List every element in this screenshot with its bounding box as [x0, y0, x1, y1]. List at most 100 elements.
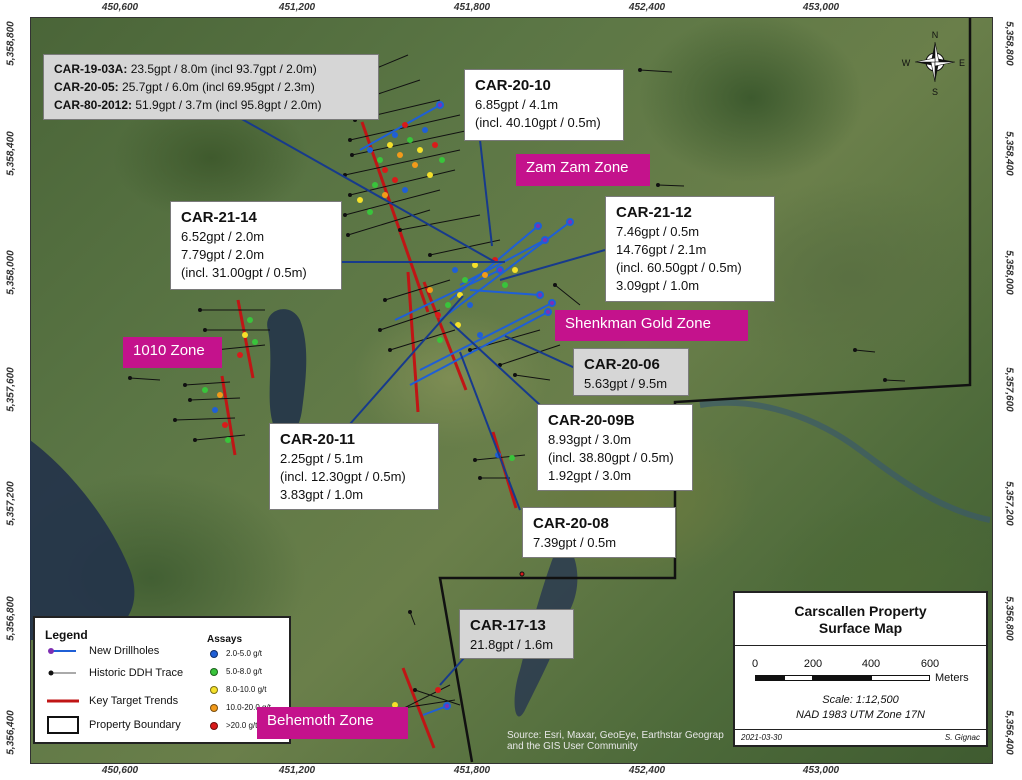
- callout-car-20-11[interactable]: CAR-20-11 2.25gpt / 5.1m (incl. 12.30gpt…: [269, 423, 439, 510]
- callout-result: 7.39gpt / 0.5m: [533, 535, 617, 550]
- callout-title: CAR-20-09B: [548, 412, 635, 429]
- x-tick-top: 452,400: [628, 2, 666, 13]
- callout-title: CAR-20-10: [475, 77, 551, 94]
- callout-result: 8.93gpt / 3.0m: [548, 432, 632, 447]
- trend-line: [360, 121, 430, 313]
- trend-symbol-icon: [47, 699, 79, 703]
- callout-car-21-12[interactable]: CAR-21-12 7.46gpt / 0.5m 14.76gpt / 2.1m…: [605, 196, 775, 302]
- callout-title: CAR-21-14: [181, 209, 257, 226]
- compass-n: N: [932, 30, 939, 40]
- callout-result: (incl. 12.30gpt / 0.5m): [280, 469, 406, 484]
- map-date: 2021-03-30: [741, 733, 782, 742]
- callout-hole-id: CAR-20-05:: [54, 80, 119, 94]
- x-tick-bottom: 452,400: [628, 765, 666, 776]
- callout-car-20-09b[interactable]: CAR-20-09B 8.93gpt / 3.0m (incl. 38.80gp…: [537, 404, 693, 491]
- assay-label: 8.0-10.0 g/t: [226, 685, 267, 694]
- callout-car-17-13[interactable]: CAR-17-13 21.8gpt / 1.6m: [459, 609, 574, 659]
- x-tick-top: 451,800: [453, 2, 491, 13]
- legend-label: Key Target Trends: [89, 695, 179, 707]
- x-tick-top: 450,600: [101, 2, 139, 13]
- callout-result: 6.52gpt / 2.0m: [181, 229, 265, 244]
- map-legend: Legend New Drillholes Historic DDH Trace…: [33, 616, 291, 744]
- source-line: Source: Esri, Maxar, GeoEye, Earthstar G…: [507, 730, 724, 741]
- callout-title: CAR-21-12: [616, 204, 692, 221]
- map-title-line2: Surface Map: [818, 620, 903, 636]
- assays-title: Assays: [207, 634, 243, 645]
- map-source-attribution: Source: Esri, Maxar, GeoEye, Earthstar G…: [507, 730, 724, 752]
- zone-label-zam-zam[interactable]: Zam Zam Zone: [516, 154, 650, 186]
- scale-units: Meters: [935, 672, 969, 684]
- callout-title: CAR-20-08: [533, 515, 609, 532]
- trend-line: [406, 271, 420, 413]
- legend-title: Legend: [45, 628, 88, 642]
- source-line: and the GIS User Community: [507, 741, 638, 752]
- scale-bar-segment: [784, 675, 813, 681]
- assay-item: 2.0-5.0 g/t: [210, 649, 262, 658]
- x-tick-top: 453,000: [802, 2, 840, 13]
- scale-tick: 600: [920, 658, 940, 670]
- scale-tick: 200: [803, 658, 823, 670]
- assay-item: 5.0-8.0 g/t: [210, 667, 262, 676]
- callout-result: (incl. 40.10gpt / 0.5m): [475, 115, 601, 130]
- divider: [735, 729, 986, 730]
- lake-southwest: [30, 440, 135, 640]
- scale-bar-segment: [871, 675, 930, 681]
- boundary-symbol-icon: [47, 716, 79, 734]
- assay-dot-icon: [210, 685, 218, 694]
- new-drillhole-symbol-icon: [48, 648, 76, 654]
- zone-label-1010[interactable]: 1010 Zone: [123, 337, 222, 368]
- historic-trace-symbol-icon: [48, 670, 76, 676]
- assay-label: 5.0-8.0 g/t: [226, 667, 263, 676]
- callout-result: 7.79gpt / 2.0m: [181, 247, 265, 262]
- map-author: S. Gignac: [944, 733, 980, 742]
- callout-result: 25.7gpt / 6.0m (incl 69.95gpt / 2.3m): [118, 80, 315, 94]
- compass-w: W: [902, 58, 911, 68]
- map-scale: Scale: 1:12,500: [822, 694, 899, 706]
- scale-tick: 400: [861, 658, 881, 670]
- zone-label-shenkman[interactable]: Shenkman Gold Zone: [555, 310, 748, 341]
- assay-item: >20.0 g/t: [210, 721, 257, 730]
- callout-result: 2.25gpt / 5.1m: [280, 451, 364, 466]
- callout-result: (incl. 38.80gpt / 0.5m): [548, 450, 674, 465]
- callout-car-21-14[interactable]: CAR-21-14 6.52gpt / 2.0m 7.79gpt / 2.0m …: [170, 201, 342, 290]
- trend-line: [422, 281, 468, 391]
- trend-line: [220, 375, 237, 456]
- callout-car-19-03a[interactable]: CAR-19-03A: 23.5gpt / 8.0m (incl 93.7gpt…: [43, 54, 379, 120]
- trend-line: [401, 667, 436, 749]
- scale-tick: 0: [751, 658, 759, 670]
- assay-dot-icon: [210, 649, 218, 658]
- callout-result: 51.9gpt / 3.7m (incl 95.8gpt / 2.0m): [132, 98, 322, 112]
- x-tick-bottom: 450,600: [101, 765, 139, 776]
- legend-item-key-target-trends: Key Target Trends: [47, 694, 178, 708]
- assay-label: >20.0 g/t: [226, 721, 258, 730]
- assay-label: 10.0-20.0 g/t: [226, 703, 271, 712]
- callout-result: 1.92gpt / 3.0m: [548, 468, 632, 483]
- legend-label: Historic DDH Trace: [89, 667, 184, 679]
- compass-s: S: [932, 87, 938, 97]
- callout-car-20-06[interactable]: CAR-20-06 5.63gpt / 9.5m: [573, 348, 689, 396]
- river-east: [699, 399, 991, 523]
- legend-item-new-drillholes: New Drillholes: [47, 644, 159, 658]
- callout-result: 5.63gpt / 9.5m: [584, 376, 668, 391]
- legend-label: Property Boundary: [89, 719, 181, 731]
- callout-result: (incl. 31.00gpt / 0.5m): [181, 265, 307, 280]
- callout-result: 3.09gpt / 1.0m: [616, 278, 700, 293]
- assay-dot-icon: [210, 667, 218, 676]
- callout-title: CAR-20-11: [280, 431, 356, 448]
- callout-result: 7.46gpt / 0.5m: [616, 224, 700, 239]
- callout-result: 23.5gpt / 8.0m (incl 93.7gpt / 2.0m): [127, 62, 317, 76]
- callout-hole-id: CAR-19-03A:: [54, 62, 128, 76]
- x-tick-top: 451,200: [278, 2, 316, 13]
- callout-title: CAR-17-13: [470, 617, 546, 634]
- callout-result: (incl. 60.50gpt / 0.5m): [616, 260, 742, 275]
- scale-bar-segment: [813, 675, 871, 681]
- callout-car-20-08[interactable]: CAR-20-08 7.39gpt / 0.5m: [522, 507, 676, 558]
- legend-item-property-boundary: Property Boundary: [47, 715, 181, 735]
- callout-title: CAR-20-06: [584, 356, 660, 373]
- assay-label: 2.0-5.0 g/t: [226, 649, 263, 658]
- zone-label-behemoth[interactable]: Behemoth Zone: [257, 707, 408, 739]
- callout-car-20-10[interactable]: CAR-20-10 6.85gpt / 4.1m (incl. 40.10gpt…: [464, 69, 624, 141]
- compass-e: E: [959, 58, 965, 68]
- callout-leaders: [239, 117, 606, 686]
